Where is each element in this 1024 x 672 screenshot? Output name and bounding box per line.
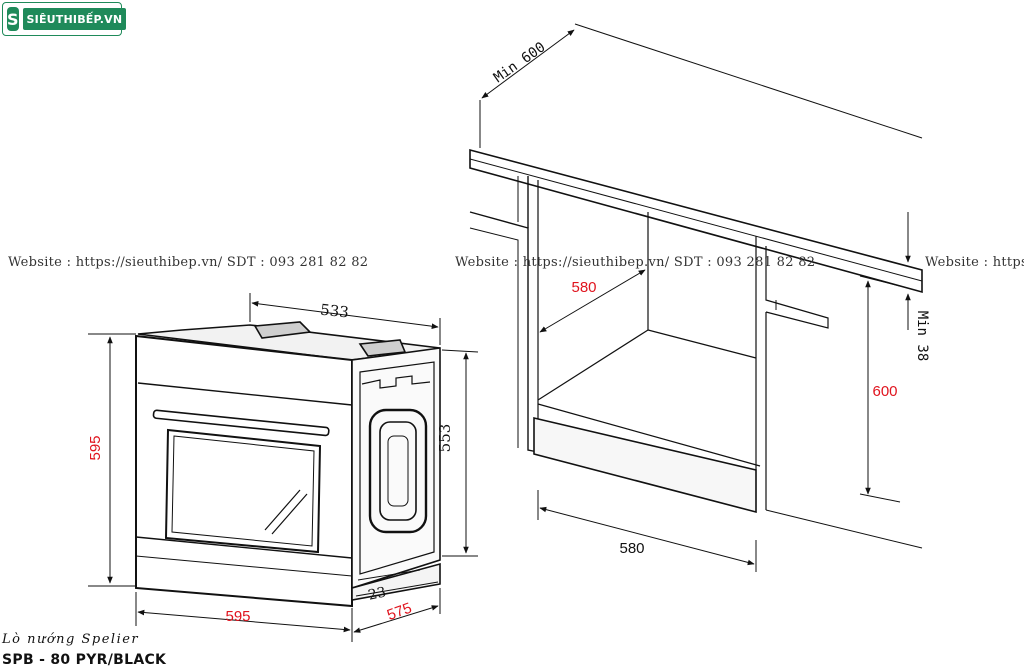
label-cabinet-inner-depth: 580 — [571, 279, 596, 296]
logo-text: SIÊUTHIBẾP.VN — [22, 8, 127, 30]
brand-logo[interactable]: S SIÊUTHIBẾP.VN — [2, 2, 127, 36]
label-cabinet-min-gap: Min 38 — [914, 311, 930, 362]
product-caption: Lò nướng Spelier — [2, 632, 140, 647]
cabinet-dimension-lines — [481, 29, 911, 572]
label-oven-bottom-offset: 23 — [367, 584, 388, 603]
label-cabinet-height: 600 — [872, 383, 897, 400]
label-cabinet-width: 580 — [619, 540, 644, 557]
label-oven-width: 595 — [225, 608, 250, 625]
product-model: SPB - 80 PYR/BLACK — [2, 652, 167, 668]
cabinet-drawing — [469, 23, 923, 549]
label-oven-height: 595 — [87, 435, 104, 460]
label-oven-side-height: 553 — [436, 424, 454, 453]
label-oven-depth-bottom: 575 — [385, 600, 414, 625]
s-logo-icon: S — [7, 7, 19, 31]
oven-drawing — [135, 321, 441, 608]
label-oven-depth-top: 533 — [319, 301, 349, 322]
watermark-right: Website : https: — [925, 255, 1024, 270]
label-cabinet-min-depth: Min 600 — [491, 39, 549, 86]
oven-dimension-lines — [88, 293, 479, 642]
watermark-left: Website : https://sieuthibep.vn/ SDT : 0… — [8, 255, 369, 270]
watermark-center: Website : https://sieuthibep.vn/ SDT : 0… — [455, 255, 816, 270]
